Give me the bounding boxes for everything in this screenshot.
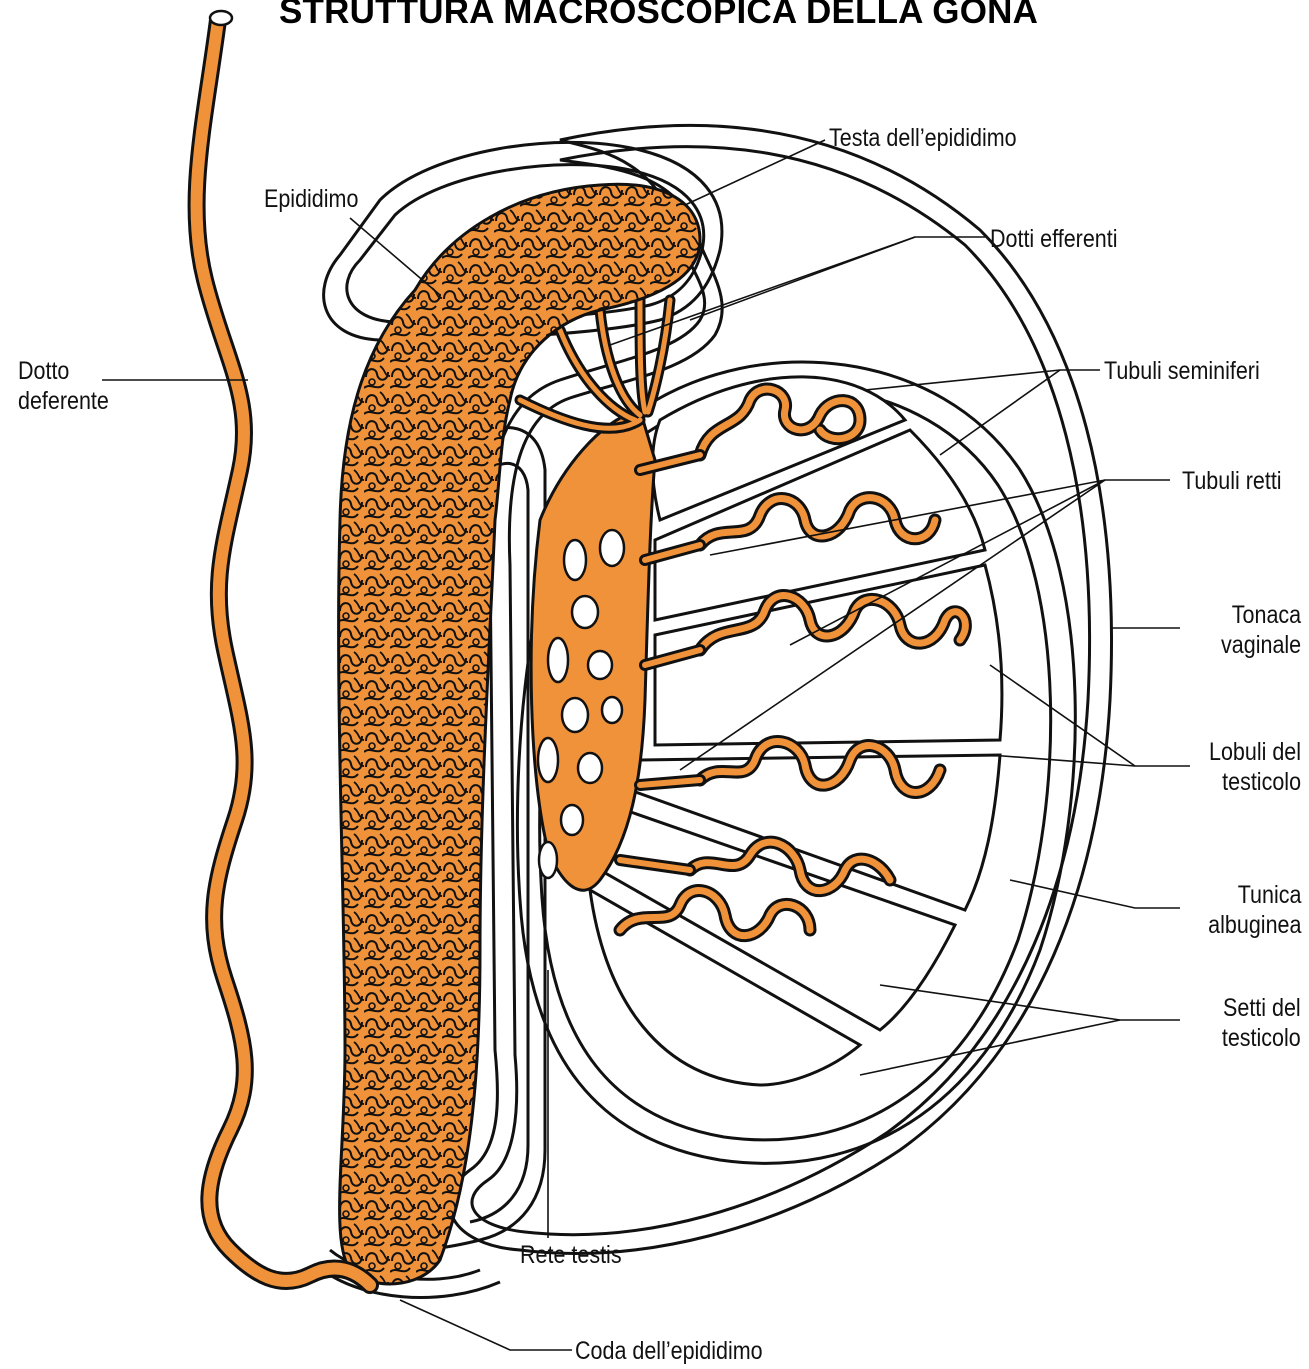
- label-tubuli-seminiferi: Tubuli seminiferi: [1104, 356, 1260, 386]
- label-dotto-deferente: Dotto deferente: [18, 356, 109, 416]
- label-testa-epididimo: Testa dell’epididimo: [829, 123, 1017, 153]
- label-tunica-line1: Tunica: [1208, 880, 1301, 910]
- label-dotti-efferenti: Dotti efferenti: [990, 224, 1117, 254]
- label-lobuli-line1: Lobuli del: [1209, 737, 1301, 767]
- label-tonaca-vaginale-line1: Tonaca: [1221, 600, 1301, 630]
- label-dotto-deferente-line1: Dotto: [18, 356, 109, 386]
- label-tunica-albuginea: Tunica albuginea: [1208, 880, 1301, 940]
- label-tonaca-vaginale-line2: vaginale: [1221, 630, 1301, 660]
- leader-lines: [102, 140, 1190, 1350]
- label-setti-testicolo: Setti del testicolo: [1222, 993, 1301, 1053]
- label-rete-testis: Rete testis: [520, 1240, 622, 1270]
- label-epididimo: Epididimo: [264, 184, 358, 214]
- label-setti-line1: Setti del: [1222, 993, 1301, 1023]
- label-coda-epididimo: Coda dell’epididimo: [575, 1336, 763, 1366]
- label-dotto-deferente-line2: deferente: [18, 386, 109, 416]
- label-tunica-line2: albuginea: [1208, 910, 1301, 940]
- label-lobuli-line2: testicolo: [1209, 767, 1301, 797]
- label-tubuli-retti: Tubuli retti: [1182, 466, 1282, 496]
- label-lobuli-testicolo: Lobuli del testicolo: [1209, 737, 1301, 797]
- label-tonaca-vaginale: Tonaca vaginale: [1221, 600, 1301, 660]
- label-setti-line2: testicolo: [1222, 1023, 1301, 1053]
